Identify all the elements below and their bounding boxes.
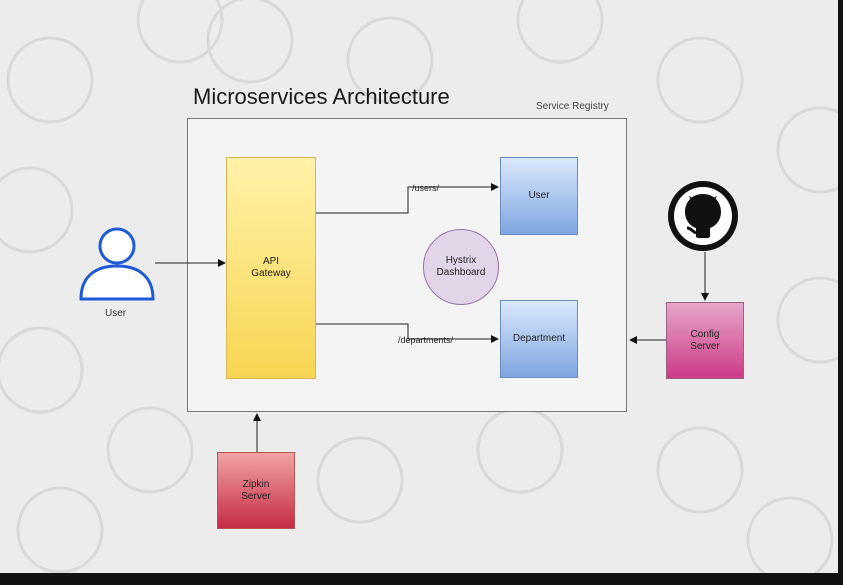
service-registry-label: Service Registry <box>536 101 609 112</box>
config-server-node: Config Server <box>666 302 744 379</box>
config-server-label: Config Server <box>690 328 720 352</box>
api-gateway-label: API Gateway <box>251 256 291 279</box>
department-service-node: Department <box>500 300 578 378</box>
zipkin-server-node: Zipkin Server <box>217 452 295 529</box>
hystrix-dashboard-node: Hystrix Dashboard <box>423 229 499 305</box>
departments-route-label: /departments/ <box>398 335 454 345</box>
edge-gateway-to-user-service <box>316 183 499 214</box>
github-icon <box>668 181 738 251</box>
user-service-label: User <box>528 190 550 201</box>
diagram-title: Microservices Architecture <box>193 84 450 109</box>
diagram-canvas: Microservices Architecture Service Regis… <box>0 0 838 573</box>
zipkin-server-label: Zipkin Server <box>241 478 271 502</box>
edge-gateway-to-department <box>316 323 499 343</box>
user-actor-label: User <box>105 308 127 319</box>
department-service-label: Department <box>512 333 566 344</box>
api-gateway-node: API Gateway <box>226 157 316 379</box>
hystrix-label: Hystrix Dashboard <box>436 255 486 278</box>
connector-layer <box>155 183 709 452</box>
user-service-node: User <box>500 157 578 235</box>
users-route-label: /users/ <box>412 183 440 193</box>
person-icon <box>79 227 155 301</box>
